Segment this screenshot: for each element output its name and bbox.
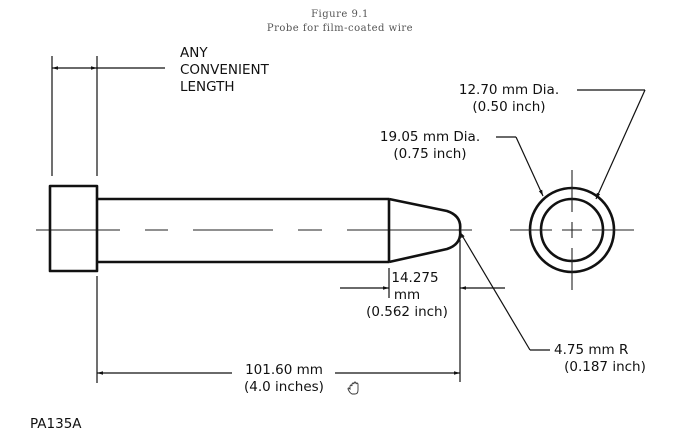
- overall-length-dimension: [96, 276, 460, 383]
- end-view-centerlines: [510, 170, 634, 290]
- tip-radius-label: 4.75 mm R (0.187 inch): [554, 342, 646, 375]
- probe-tip: [388, 197, 462, 264]
- hand-cursor-icon: [347, 381, 359, 395]
- outer-diameter-label: 12.70 mm Dia. (0.50 inch): [458, 82, 560, 115]
- overall-length-label: 101.60 mm (4.0 inches): [244, 362, 324, 395]
- taper-dimension: [340, 240, 505, 382]
- probe-body: [48, 184, 462, 273]
- length-note: ANY CONVENIENT LENGTH: [180, 45, 269, 95]
- tip-radius-leader: [459, 231, 550, 351]
- drawing-id: PA135A: [30, 416, 82, 432]
- figure-caption: Probe for film-coated wire: [266, 23, 414, 34]
- head-width-dimension: [51, 56, 165, 176]
- figure-number: Figure 9.1: [311, 9, 369, 20]
- taper-length-label: 14.275 mm (0.562 inch): [366, 270, 448, 320]
- inner-diameter-label: 19.05 mm Dia. (0.75 inch): [379, 129, 481, 162]
- outer-diameter-leader: [577, 89, 646, 200]
- probe-head: [48, 184, 99, 273]
- inner-diameter-leader: [496, 136, 544, 197]
